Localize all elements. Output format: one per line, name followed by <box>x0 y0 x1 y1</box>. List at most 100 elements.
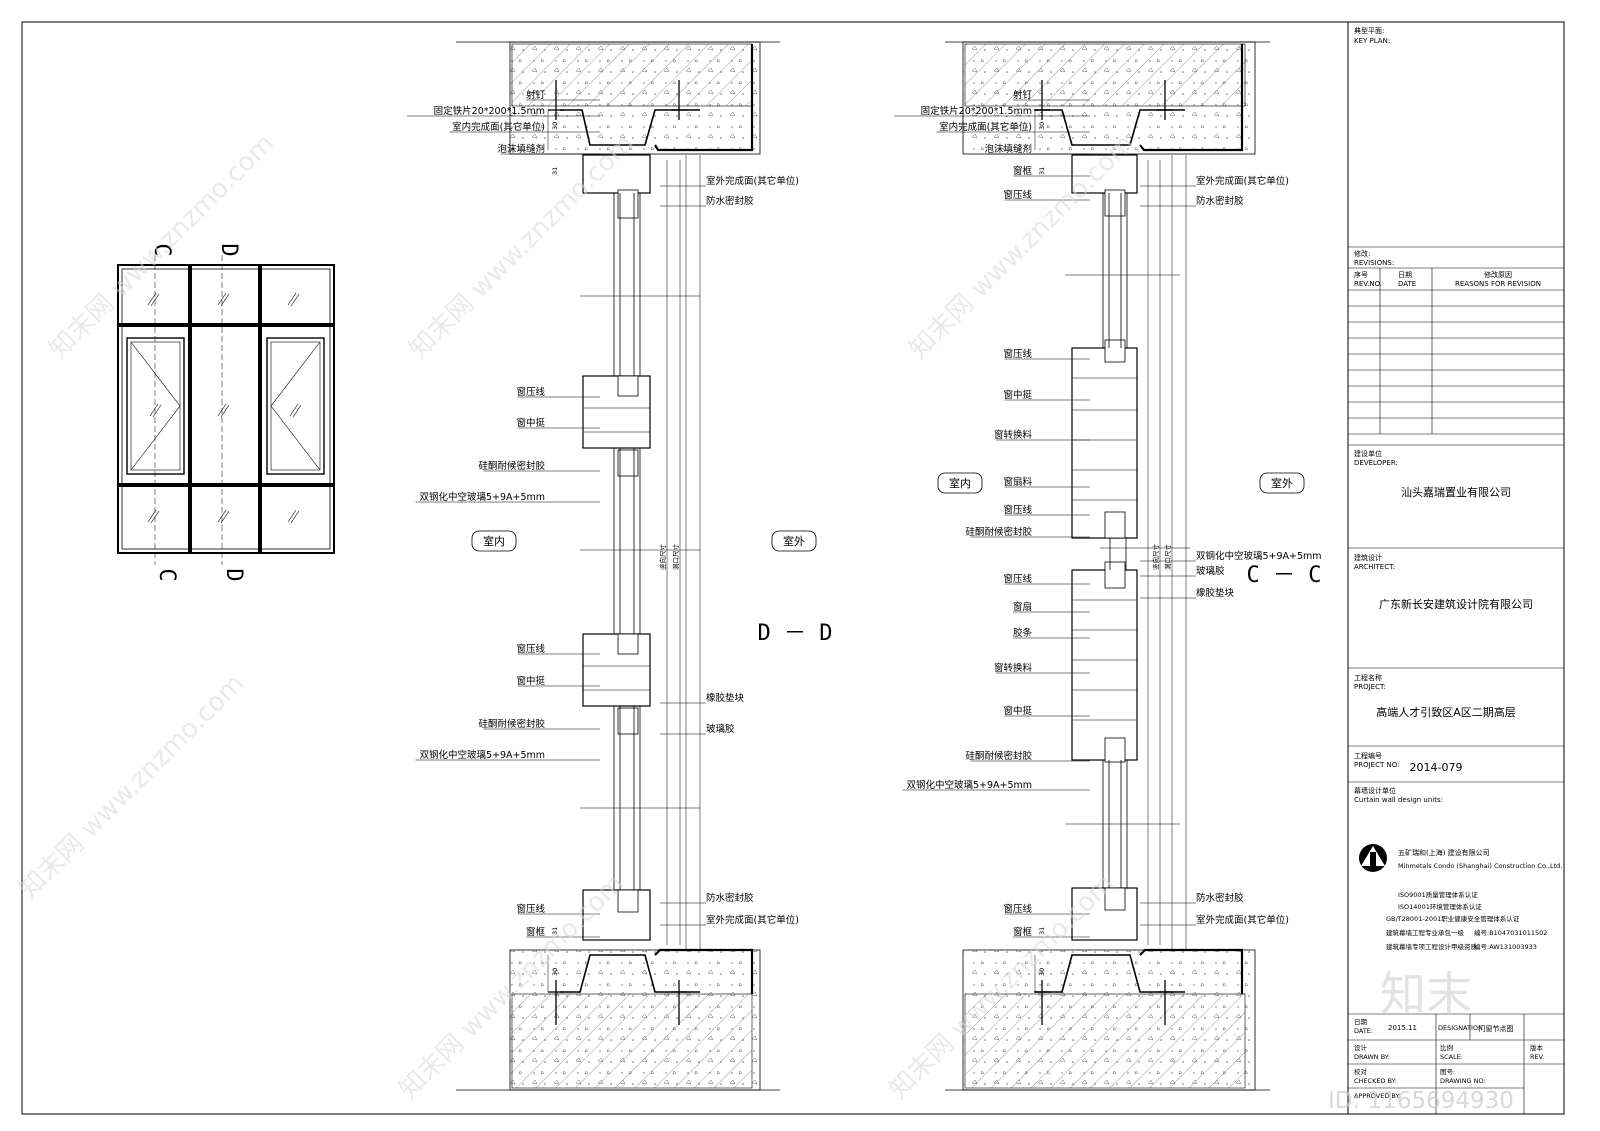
leader-label: 防水密封胶 <box>706 892 754 904</box>
cc-dim-30-top: 30 <box>1038 122 1046 130</box>
architect-en: ARCHITECT: <box>1354 563 1395 571</box>
leader-label: 胶条 <box>1013 627 1033 639</box>
image-id-watermark: ID: 1165694930 <box>1328 1088 1514 1114</box>
svg-text:知末网 www.znzmo.com: 知末网 www.znzmo.com <box>404 129 640 365</box>
leader-label: 玻璃胶 <box>1196 565 1225 577</box>
developer-en: DEVELOPER: <box>1354 459 1398 467</box>
section-title-dd: D － D <box>758 621 833 646</box>
tb-designation: DESIGNATION <box>1438 1024 1483 1032</box>
svg-text:知末网 www.znzmo.com: 知末网 www.znzmo.com <box>904 129 1140 365</box>
cc-outdoor-label: 室外 <box>1271 476 1293 490</box>
tb-date-value: 2015.11 <box>1388 1024 1417 1032</box>
leader-label: 室内完成面(其它单位) <box>939 121 1032 133</box>
leader-label: 双钢化中空玻璃5+9A+5mm <box>419 491 545 503</box>
project-name: 高端人才引致区A区二期高层 <box>1376 705 1516 719</box>
leader-label: 窗扇 <box>1013 601 1032 613</box>
leader-label: 室外完成面(其它单位) <box>1196 914 1289 926</box>
revisions-en: REVISIONS: <box>1354 259 1394 267</box>
project-no-en: PROJECT NO: <box>1354 761 1399 769</box>
tb-checked-en: CHECKED BY: <box>1354 1077 1397 1085</box>
cc-dim-31-top: 31 <box>1038 167 1046 175</box>
cc-dim-vertical-1: 竖向尺寸 <box>1151 544 1160 571</box>
project-no: 2014-079 <box>1410 761 1463 774</box>
leader-label: 射钉 <box>1013 89 1033 101</box>
leader-label: 射钉 <box>526 89 546 101</box>
company-logo-icon <box>1359 844 1387 872</box>
tb-rev-cn: 版本 <box>1530 1043 1544 1052</box>
leader-label: 窗框 <box>526 926 546 938</box>
leader-label: 窗压线 <box>516 386 545 398</box>
cc-dim-30-bottom: 30 <box>1038 968 1046 976</box>
leader-label: 玻璃胶 <box>706 723 735 735</box>
tb-drawn-en: DRAWN BY: <box>1354 1053 1390 1061</box>
curtain-cn: 幕墙设计单位 <box>1354 786 1396 795</box>
qual-1-no: 编号:B1047031011502 <box>1474 928 1547 937</box>
leader-label: 室内完成面(其它单位) <box>452 121 545 133</box>
svg-text:知末网 www.znzmo.com: 知末网 www.znzmo.com <box>14 669 250 905</box>
leader-label: 固定铁片20*200*1.5mm <box>434 105 545 117</box>
dim-vertical-2: 洞口尺寸 <box>671 544 680 571</box>
cert-2: ISO14001环境管理体系认证 <box>1398 902 1482 911</box>
leader-label: 泡沫填缝剂 <box>497 143 545 155</box>
leader-label: 室外完成面(其它单位) <box>706 175 799 187</box>
reason-cn: 修改原因 <box>1484 270 1512 279</box>
project-no-cn: 工程编号 <box>1354 751 1382 760</box>
leader-label: 双钢化中空玻璃5+9A+5mm <box>906 779 1032 791</box>
dim-30-top: 30 <box>551 122 559 130</box>
tb-rev-en: REV. <box>1530 1053 1544 1061</box>
tb-approved-en: APPROVED BY: <box>1354 1092 1401 1100</box>
developer-cn: 建设单位 <box>1354 449 1382 458</box>
cc-dim-31-bottom: 31 <box>1038 927 1046 935</box>
cert-3: GB/T28001-2001职业健康安全管理体系认证 <box>1386 914 1520 923</box>
section-c-c: 30 31 31 30 竖向尺寸 洞口尺寸 室内 室外 C － C 射钉固定铁片… <box>894 41 1322 1091</box>
leader-label: 窗转换料 <box>994 662 1033 674</box>
indoor-label: 室内 <box>483 534 505 548</box>
leader-label: 窗压线 <box>1003 903 1032 915</box>
leader-label: 防水密封胶 <box>1196 195 1244 207</box>
tb-date-label: 日期 <box>1354 1018 1368 1026</box>
leader-label: 室外完成面(其它单位) <box>706 914 799 926</box>
section-d-d: 30 31 31 30 竖向尺寸 洞口尺寸 室内 室外 D － D 射钉固定铁片… <box>407 41 833 1091</box>
cc-left-leaders: 射钉固定铁片20*200*1.5mm室内完成面(其它单位)泡沫填缝剂窗框窗压线窗… <box>894 89 1090 938</box>
leader-label: 泡沫填缝剂 <box>984 143 1032 155</box>
leader-label: 室外完成面(其它单位) <box>1196 175 1289 187</box>
outdoor-label: 室外 <box>783 534 805 548</box>
leader-label: 硅酮耐候密封胶 <box>478 718 545 730</box>
qual-2-no: 编号:AW131003933 <box>1474 942 1537 951</box>
leader-label: 窗扇料 <box>1003 476 1032 488</box>
key-plan-cn: 典型平面: <box>1354 26 1384 35</box>
dim-vertical-1: 竖向尺寸 <box>658 544 667 571</box>
leader-label: 双钢化中空玻璃5+9A+5mm <box>1196 550 1322 562</box>
tb-drawing-no-cn: 图号: <box>1440 1068 1455 1076</box>
leader-label: 窗压线 <box>1003 573 1032 585</box>
rev-no-cn: 序号 <box>1354 270 1368 279</box>
leader-label: 硅酮耐候密封胶 <box>965 750 1032 762</box>
leader-label: 窗中挺 <box>1003 389 1032 401</box>
curtain-en: Curtain wall design units: <box>1354 796 1443 804</box>
leader-label: 橡胶垫块 <box>1196 587 1235 599</box>
key-plan-en: KEY PLAN: <box>1354 37 1390 45</box>
leader-label: 橡胶垫块 <box>706 692 745 704</box>
qual-2: 建筑幕墙专项工程设计甲级资质 <box>1386 942 1478 951</box>
leader-label: 防水密封胶 <box>1196 892 1244 904</box>
leader-label: 窗压线 <box>1003 504 1032 516</box>
leader-label: 窗中挺 <box>1003 705 1032 717</box>
architect-cn: 建筑设计 <box>1354 553 1382 562</box>
leader-label: 窗框 <box>1013 926 1033 938</box>
cc-dim-vertical-2: 洞口尺寸 <box>1163 544 1172 571</box>
revisions-cn: 修改: <box>1354 249 1370 258</box>
drawing-title: 门窗节点图 <box>1479 1024 1514 1033</box>
leader-label: 窗压线 <box>516 643 545 655</box>
project-en: PROJECT: <box>1354 683 1386 691</box>
cc-right-leaders: 室外完成面(其它单位)防水密封胶双钢化中空玻璃5+9A+5mm玻璃胶橡胶垫块防水… <box>1140 175 1322 926</box>
svg-text:知末网 www.znzmo.com: 知末网 www.znzmo.com <box>44 129 280 365</box>
leader-label: 固定铁片20*200*1.5mm <box>921 105 1032 117</box>
leader-label: 窗框 <box>1013 165 1033 177</box>
tb-design-cn: 设计 <box>1354 1043 1368 1052</box>
tb-date-label-en: DATE: <box>1354 1027 1373 1035</box>
leader-label: 窗压线 <box>1003 189 1032 201</box>
leader-label: 窗中挺 <box>516 675 545 687</box>
